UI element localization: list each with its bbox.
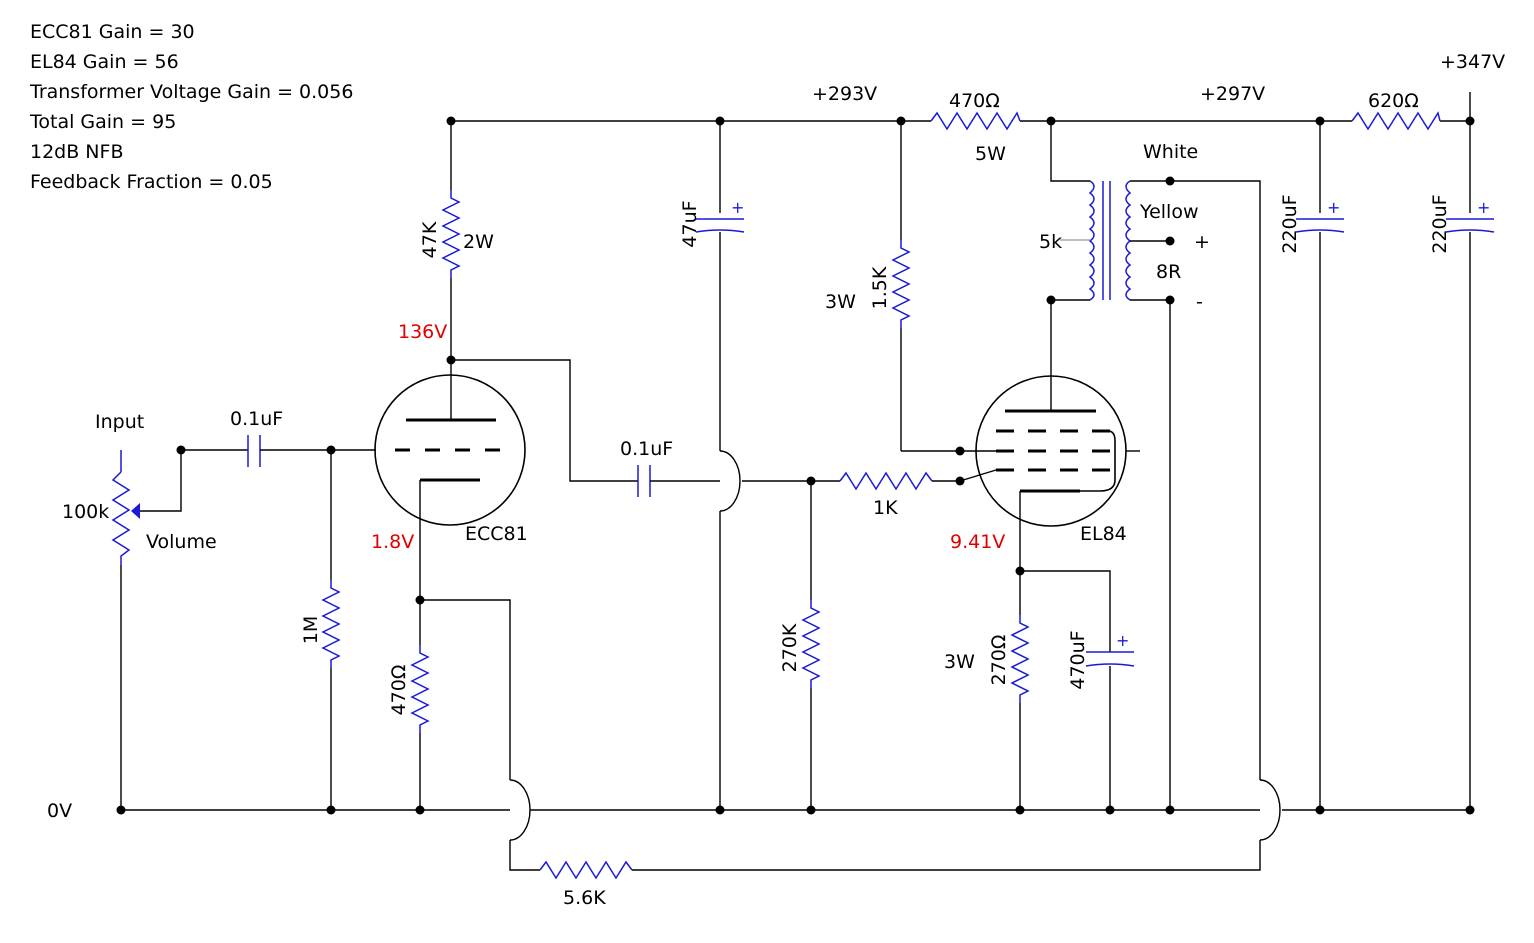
label-r-supply2: 620Ω (1368, 90, 1419, 112)
label-r-supply1: 470Ω (949, 90, 1000, 112)
label-1k5-power: 3W (825, 291, 856, 313)
label-47k-power: 2W (463, 231, 494, 253)
label-220uf-2: 220uF (1429, 194, 1451, 253)
pot-label: Volume (146, 531, 217, 553)
input-label: Input (95, 411, 144, 433)
label-5k6: 5.6K (563, 887, 606, 909)
label-r-supply1-power: 5W (975, 143, 1006, 165)
supply-rail (451, 92, 1471, 122)
cap-plus-220uf-1: + (1327, 198, 1340, 217)
resistor-1m (322, 579, 340, 669)
label-270-power: 3W (944, 651, 975, 673)
note-transformer-gain: Transformer Voltage Gain = 0.056 (29, 81, 353, 103)
cap-plus-220uf-2: + (1477, 198, 1490, 217)
resistor-1k (839, 471, 933, 491)
note-nfb: 12dB NFB (30, 141, 124, 163)
label-ot-primary: 5k (1039, 231, 1062, 253)
label-1m: 1M (300, 616, 322, 644)
voltage-297: +297V (1200, 83, 1265, 105)
note-total-gain: Total Gain = 95 (29, 111, 176, 133)
resistor-5k6 (539, 860, 633, 880)
label-c-coupling: 0.1uF (620, 438, 673, 460)
label-1k: 1K (873, 497, 898, 519)
tube-ecc81 (374, 374, 526, 526)
label-270-cathode: 270Ω (988, 635, 1010, 686)
voltage-ecc81-anode: 136V (398, 321, 447, 343)
label-ot-secondary: 8R (1156, 261, 1181, 283)
volume-pot (111, 471, 131, 565)
voltage-0v: 0V (47, 800, 72, 822)
resistor-47k (442, 189, 460, 279)
tube-el84 (959, 375, 1140, 527)
junction-dots (116, 116, 1475, 815)
pot-value: 100k (62, 501, 109, 523)
resistor-supply-470 (930, 111, 1021, 131)
label-ot-minus: - (1196, 291, 1203, 313)
label-220uf-1: 220uF (1279, 194, 1301, 253)
note-ecc81-gain: ECC81 Gain = 30 (30, 21, 195, 43)
ot-secondary-winding (1125, 180, 1132, 301)
label-1k5: 1.5K (869, 266, 891, 309)
label-270k: 270K (779, 623, 801, 672)
resistor-supply-620 (1351, 111, 1441, 131)
label-47uf: 47uF (679, 200, 701, 247)
resistor-470-cathode (411, 644, 429, 734)
ground-rail (121, 779, 1470, 841)
label-el84: EL84 (1080, 523, 1127, 545)
resistor-270k (802, 599, 820, 689)
resistor-270-cathode (1011, 614, 1029, 704)
note-feedback-fraction: Feedback Fraction = 0.05 (30, 171, 273, 193)
label-ot-white: White (1143, 141, 1198, 163)
label-ot-yellow: Yellow (1139, 201, 1199, 223)
resistor-1k5 (892, 239, 910, 329)
voltage-347: +347V (1440, 51, 1505, 73)
label-ot-plus: + (1194, 231, 1210, 253)
label-c-in: 0.1uF (230, 408, 283, 430)
cap-plus-470uf: + (1116, 631, 1129, 650)
voltage-el84-cathode: 9.41V (950, 531, 1005, 553)
voltage-ecc81-cathode: 1.8V (371, 531, 414, 553)
label-470-cathode: 470Ω (388, 665, 410, 716)
label-ecc81: ECC81 (465, 523, 528, 545)
cap-plus-47uf: + (731, 198, 744, 217)
label-470uf: 470uF (1067, 630, 1089, 689)
voltage-293: +293V (812, 83, 877, 105)
pot-wiper-arrow (131, 503, 140, 519)
label-47k: 47K (419, 221, 441, 258)
ot-primary-winding (1088, 180, 1095, 301)
note-el84-gain: EL84 Gain = 56 (30, 51, 179, 73)
